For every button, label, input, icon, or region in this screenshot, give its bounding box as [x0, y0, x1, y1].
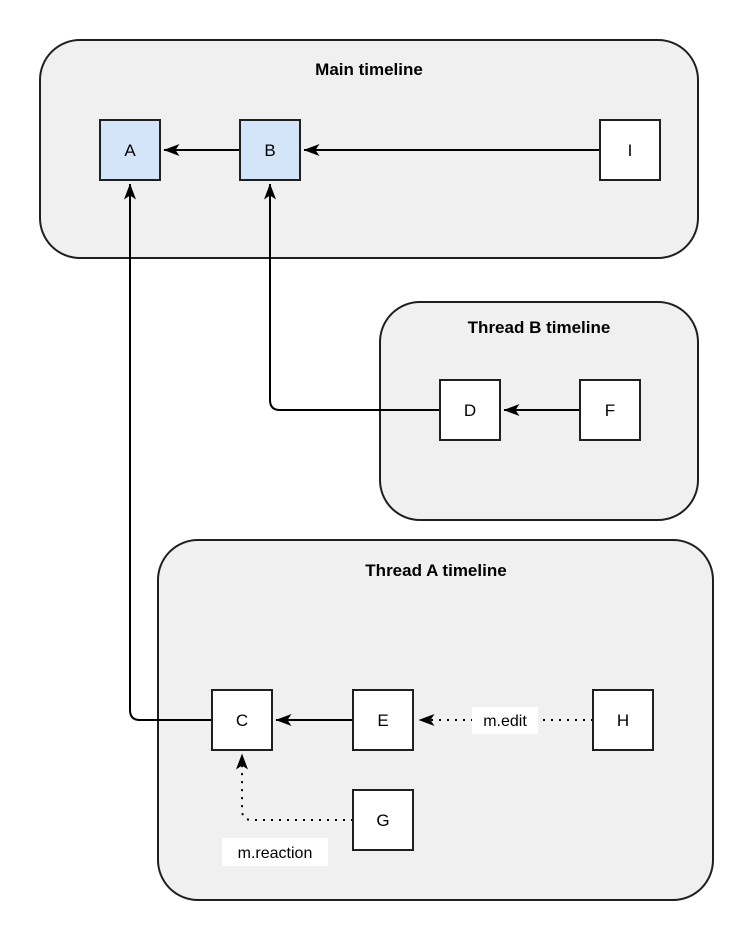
node-e-shape	[352, 689, 414, 751]
node-i-label: I	[628, 141, 633, 160]
node-g: G	[352, 789, 414, 851]
edge-label-medit: m.edit	[472, 707, 538, 734]
node-g-shape	[352, 789, 414, 851]
edge-d-to-b	[264, 183, 440, 411]
node-f-shape	[579, 379, 641, 441]
node-f-label: F	[605, 401, 615, 420]
node-a-shape	[99, 119, 161, 181]
edge-label-mreaction-bg	[222, 838, 328, 866]
node-c-label: C	[236, 711, 248, 730]
node-d-label: D	[464, 401, 476, 420]
node-h: H	[592, 689, 654, 751]
node-d-shape	[439, 379, 501, 441]
node-g-label: G	[376, 811, 389, 830]
container-main-timeline-title: Main timeline	[315, 60, 423, 79]
edge-label-mreaction: m.reaction	[222, 838, 328, 866]
node-b: B	[239, 119, 301, 181]
edge-label-medit-text: m.edit	[483, 713, 527, 730]
edge-label-medit-bg	[472, 707, 538, 734]
node-h-label: H	[617, 711, 629, 730]
node-i-shape	[599, 119, 661, 181]
container-thread-b-timeline-title: Thread B timeline	[468, 318, 611, 337]
node-c: C	[211, 689, 273, 751]
container-thread-a-timeline-title: Thread A timeline	[365, 561, 506, 580]
edge-c-to-a	[124, 183, 212, 721]
node-e-label: E	[377, 711, 388, 730]
node-f: F	[579, 379, 641, 441]
node-a-label: A	[124, 141, 136, 160]
node-c-shape	[211, 689, 273, 751]
node-d: D	[439, 379, 501, 441]
node-b-shape	[239, 119, 301, 181]
node-e: E	[352, 689, 414, 751]
node-i: I	[599, 119, 661, 181]
node-a: A	[99, 119, 161, 181]
edge-label-mreaction-text: m.reaction	[238, 845, 313, 862]
node-b-label: B	[264, 141, 275, 160]
node-h-shape	[592, 689, 654, 751]
